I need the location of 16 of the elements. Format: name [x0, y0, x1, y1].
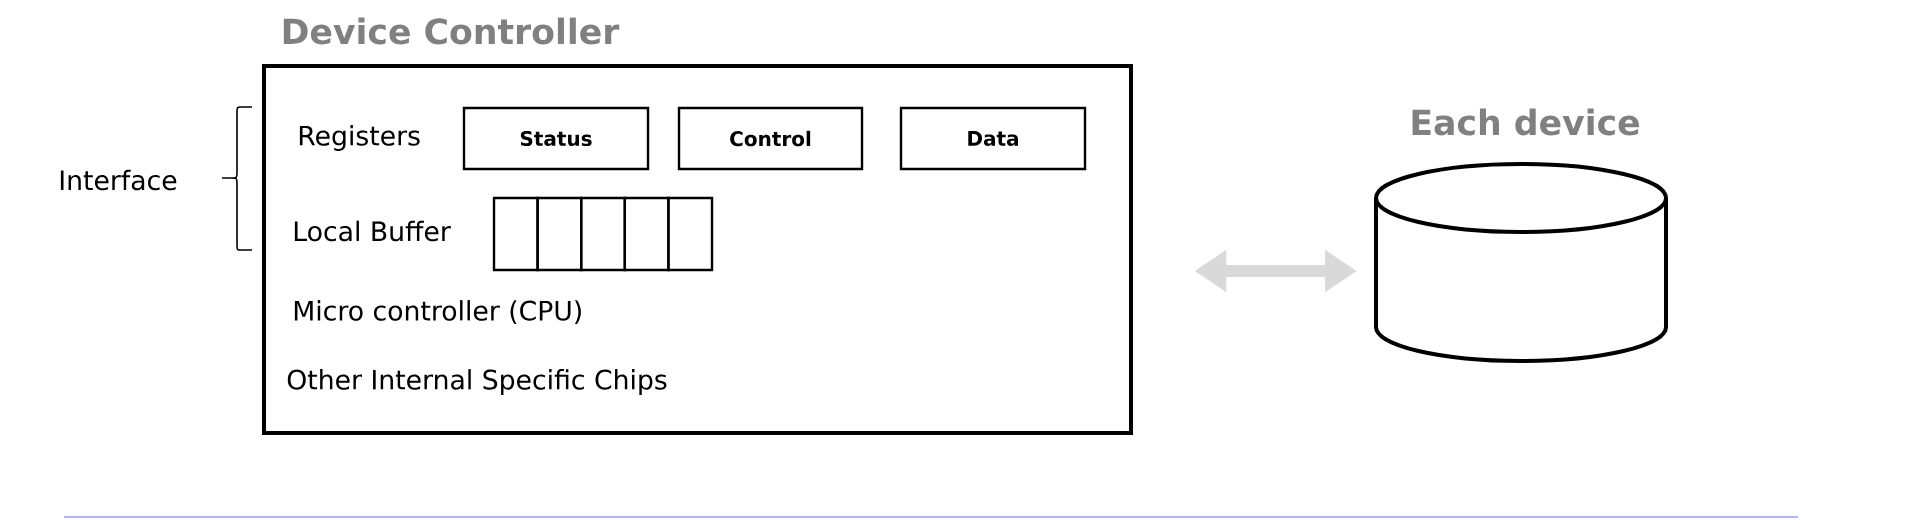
label: Other Internal Specific Chips — [287, 369, 667, 395]
node-label: Device Controller — [283, 17, 620, 45]
register-box: Status — [462, 106, 650, 171]
cylinder: Each device — [1374, 108, 1668, 363]
node-label: Each device — [1412, 108, 1639, 136]
buffer-cell — [580, 196, 626, 272]
register-box: Control — [677, 106, 864, 171]
label: Local Buffer — [294, 220, 451, 242]
buffer-cell — [667, 196, 714, 272]
label: Registers — [299, 125, 420, 151]
label: Interface — [60, 169, 177, 191]
label: Micro controller (CPU) — [294, 300, 581, 324]
register-box: Data — [899, 106, 1087, 171]
buffer-cell — [623, 196, 670, 272]
buffer-cell — [536, 196, 583, 272]
buffer-cell — [492, 196, 539, 272]
